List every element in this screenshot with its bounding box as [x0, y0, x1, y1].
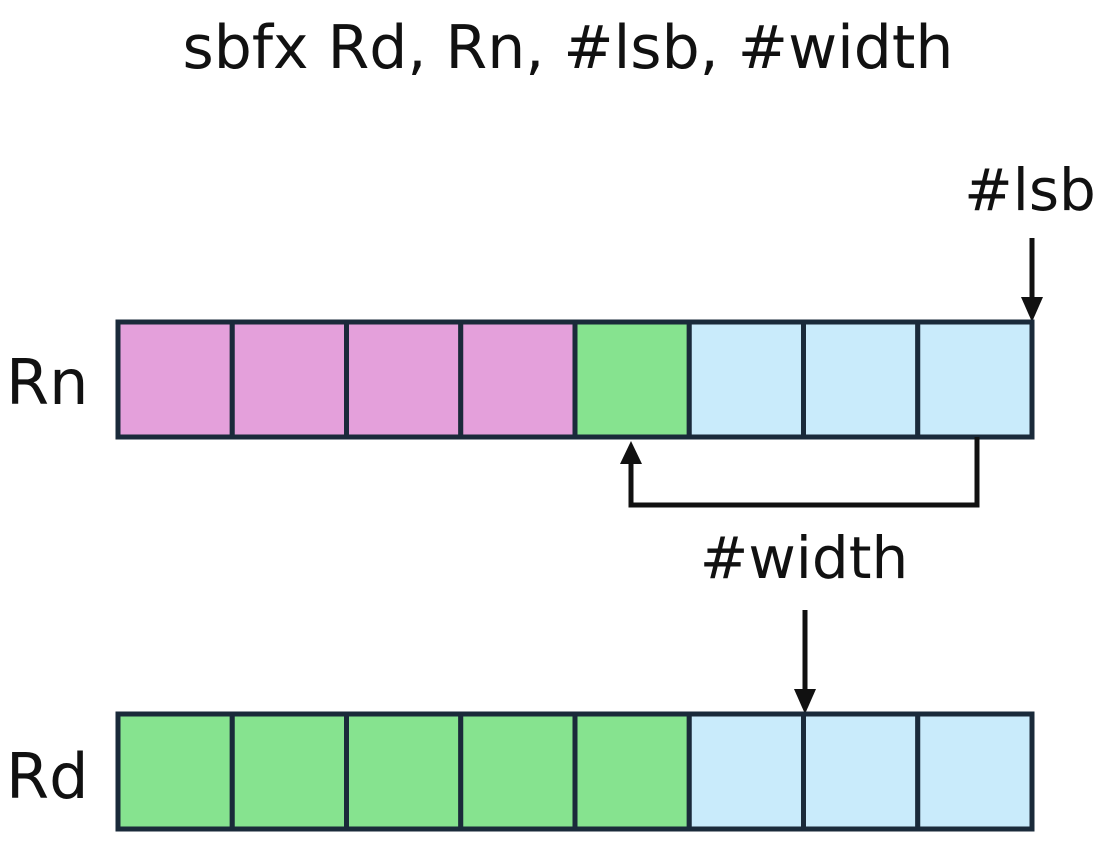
width-bracket-arrowhead [620, 441, 642, 464]
rn-bit-cell [458, 319, 578, 440]
rn-bit-cell [572, 319, 692, 440]
rn-bit-cell [801, 319, 921, 440]
rn-bit-cell [686, 319, 806, 440]
rd-bit-cell [801, 711, 921, 832]
rn-register [115, 319, 1035, 440]
rn-bit-cell [344, 319, 464, 440]
lsb-arrowhead [1021, 297, 1043, 322]
rd-bit-cell [229, 711, 349, 832]
rd-bit-cell [458, 711, 578, 832]
width-bracket [628, 437, 980, 508]
rn-bit-cell [915, 319, 1035, 440]
rd-bit-cell [686, 711, 806, 832]
rd-bit-cell [572, 711, 692, 832]
rd-bit-cell [115, 711, 235, 832]
width-arrowhead [794, 689, 816, 714]
rd-label: Rd [6, 740, 88, 813]
rn-bit-cell [115, 319, 235, 440]
lsb-label: #lsb [964, 156, 1096, 224]
rd-register [115, 711, 1035, 832]
rn-label: Rn [6, 346, 88, 419]
width-label: #width [700, 524, 908, 592]
rd-bit-cell [915, 711, 1035, 832]
diagram-title: sbfx Rd, Rn, #lsb, #width [183, 13, 954, 83]
rn-bit-cell [229, 319, 349, 440]
rd-bit-cell [344, 711, 464, 832]
